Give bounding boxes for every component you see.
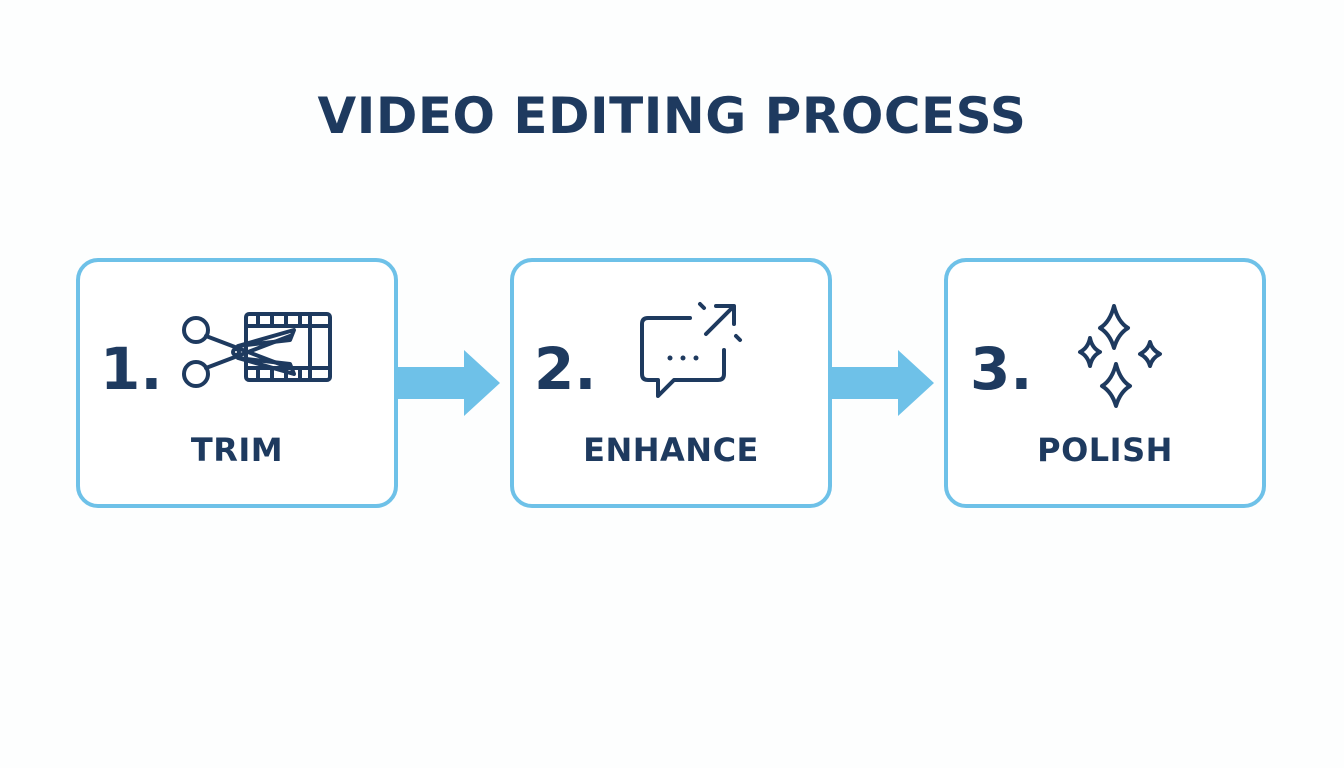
step-number: 3. (970, 335, 1033, 403)
step-label: ENHANCE (583, 431, 759, 469)
step-card-enhance: 2. ENHANCE (510, 258, 832, 508)
step-number: 1. (100, 335, 163, 403)
scissors-film-icon (178, 306, 338, 400)
step-card-trim: 1. (76, 258, 398, 508)
step-label: TRIM (190, 431, 284, 469)
diagram-title: VIDEO EDITING PROCESS (317, 87, 1027, 145)
step-label: POLISH (1037, 431, 1173, 469)
step-number: 2. (534, 335, 597, 403)
step-card-polish: 3. POLISH (944, 258, 1266, 508)
arrow-right-icon (832, 350, 936, 420)
arrow-right-icon (398, 350, 502, 420)
sparkles-icon (1068, 302, 1168, 416)
chat-expand-icon (636, 296, 746, 404)
